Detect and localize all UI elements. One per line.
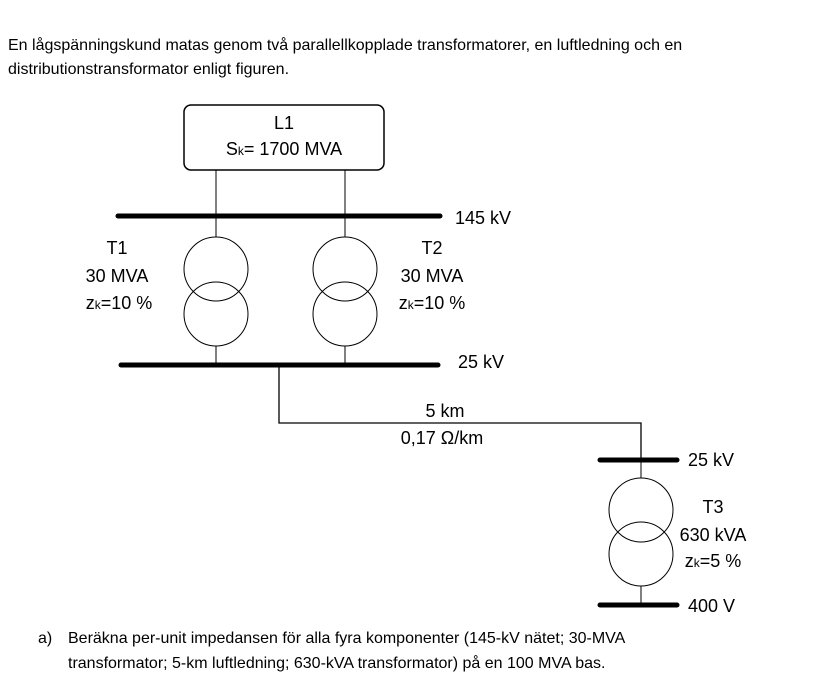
question-line-2: transformator; 5-km luftledning; 630-kVA… <box>68 655 606 672</box>
question-line-1: Beräkna per-unit impedansen för alla fyr… <box>68 630 626 647</box>
t3-rating: 630 kVA <box>679 525 747 545</box>
sk-value: = 1700 MVA <box>243 139 343 159</box>
z-symbol: z <box>684 551 694 571</box>
t3-impedance: zk=5 % <box>685 550 742 574</box>
t3-primary-winding <box>608 477 674 543</box>
intro-line-1: En lågspänningskund matas genom två para… <box>8 37 683 54</box>
t2-primary-winding <box>312 236 378 302</box>
question-marker: a) <box>38 630 53 647</box>
z-symbol: z <box>398 293 408 313</box>
t1-primary-winding <box>183 236 249 302</box>
source-sk: Sk= 1700 MVA <box>226 138 342 162</box>
z-subscript: k <box>94 298 101 312</box>
z-symbol: z <box>85 293 95 313</box>
t1-name: T1 <box>106 238 128 258</box>
z-value: =10 % <box>100 293 153 313</box>
t1-impedance: zk=10 % <box>86 292 153 316</box>
z-subscript: k <box>407 298 414 312</box>
z-value: =5 % <box>699 551 742 571</box>
t2-impedance: zk=10 % <box>399 292 466 316</box>
overhead-line <box>278 365 642 460</box>
t3-name: T3 <box>702 497 724 517</box>
source-box <box>183 104 385 171</box>
t1-rating: 30 MVA <box>85 266 149 286</box>
bus-25kv-label: 25 kV <box>458 352 505 372</box>
z-value: =10 % <box>413 293 466 313</box>
t1-secondary-winding <box>183 281 249 347</box>
t2-rating: 30 MVA <box>400 266 464 286</box>
t2-name: T2 <box>421 238 443 258</box>
bus-145kv-label: 145 kV <box>455 208 512 228</box>
sk-symbol: S <box>225 139 238 159</box>
bus-25kv-remote-label: 25 kV <box>688 450 735 470</box>
source-name: L1 <box>273 113 295 133</box>
line-impedance: 0,17 Ω/km <box>400 428 484 448</box>
z-subscript: k <box>693 556 700 570</box>
line-length: 5 km <box>425 401 465 421</box>
intro-line-2: distributionstransformator enligt figure… <box>8 61 290 78</box>
bus-400v-label: 400 V <box>688 596 736 616</box>
sk-subscript: k <box>237 144 244 158</box>
t3-secondary-winding <box>608 521 674 587</box>
t2-secondary-winding <box>312 281 378 347</box>
